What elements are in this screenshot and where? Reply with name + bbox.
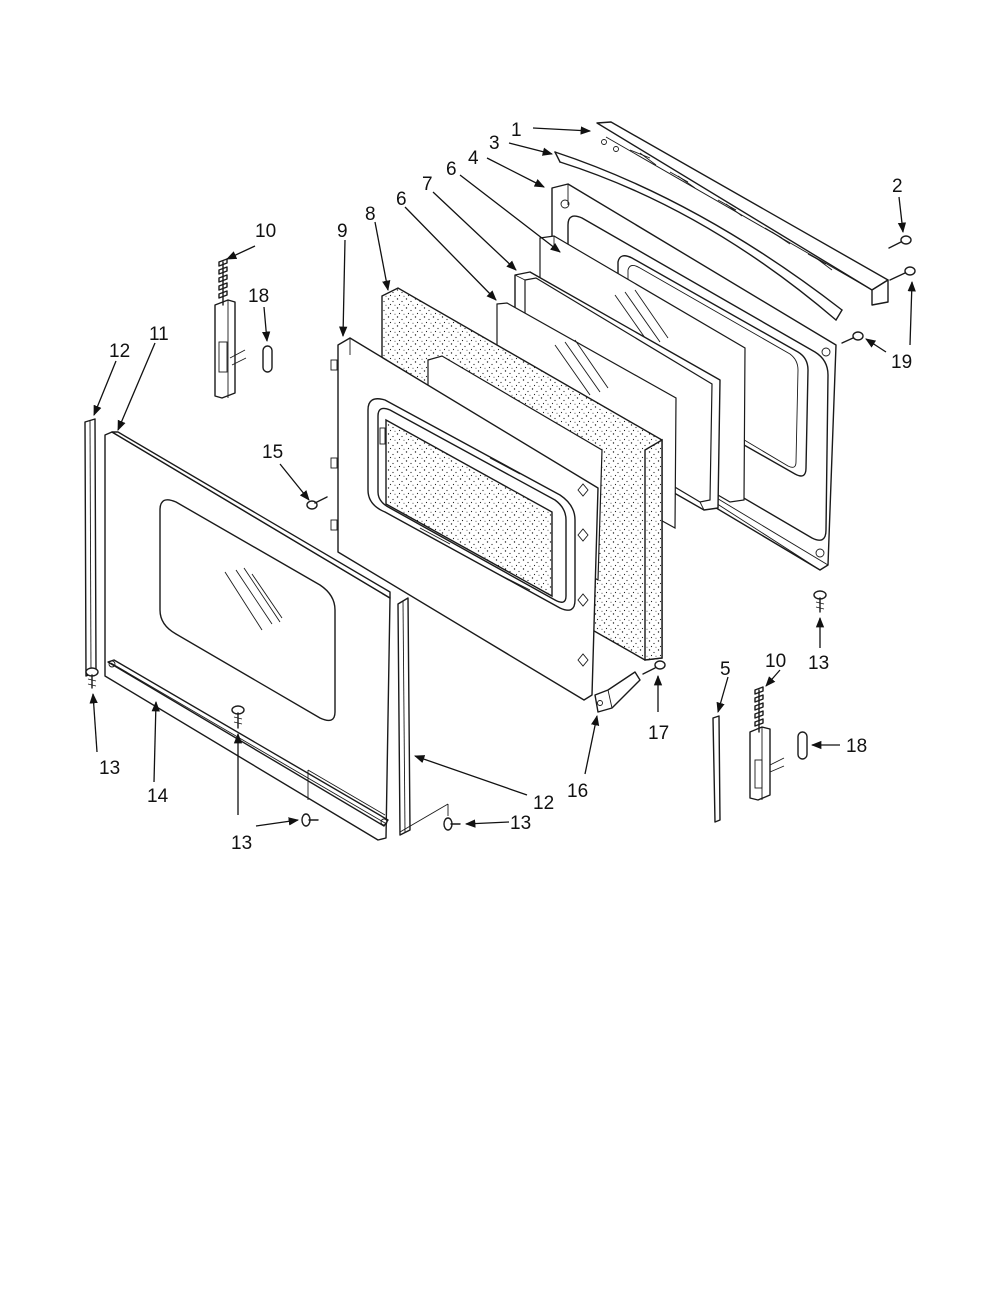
screw-13-bottom-a [231,705,245,729]
callout-18-right: 18 [846,736,867,757]
callout-19: 19 [891,352,912,373]
screw-13-bottom-c [443,817,461,831]
door-bottom-trim [107,659,389,827]
callout-1: 1 [511,120,522,141]
door-vent-trim [596,121,889,306]
callout-6-front: 6 [396,189,407,210]
screw-13-left [85,667,99,689]
callout-5: 5 [720,659,731,680]
callout-8: 8 [365,204,376,225]
door-hinge-right [749,686,785,801]
callout-4: 4 [468,148,479,169]
door-trim-strip [554,151,843,321]
callout-18-left: 18 [248,286,269,307]
callout-10-left: 10 [255,221,276,242]
callout-13-right: 13 [808,653,829,674]
callout-13-bottom-right: 13 [510,813,531,834]
screw-13-right [813,590,827,613]
door-side-trim-right [397,597,411,836]
callout-16: 16 [567,781,588,802]
door-seal-strip [712,715,721,823]
hinge-cap-left [262,345,273,373]
callout-11: 11 [149,324,169,345]
screw-13-bottom-b [301,813,319,827]
callout-17: 17 [648,723,669,744]
callout-13-left: 13 [99,758,120,779]
callout-7: 7 [422,174,433,195]
door-hinge-left [214,258,247,399]
screw-17 [642,660,666,675]
callout-2: 2 [892,176,903,197]
hinge-cap-right [797,731,808,760]
outer-door-panel [104,431,391,841]
leader-lines [89,126,916,833]
callout-14: 14 [147,786,169,807]
door-side-trim-left [84,418,97,677]
callout-10-right: 10 [765,651,786,672]
door-stop-bracket [594,671,641,713]
callout-3: 3 [489,133,500,154]
screw-19-upper [889,266,916,281]
callout-9: 9 [337,221,348,242]
callout-12-right: 12 [533,793,554,814]
screw-15 [306,496,328,510]
screw-19-lower [841,331,864,344]
screw-2 [888,235,912,249]
callout-labels: 1 3 4 2 6 7 6 8 9 10 18 11 12 19 15 13 5… [99,120,912,854]
callout-12-left: 12 [109,341,130,362]
callout-6-rear: 6 [446,159,457,180]
callout-13-bottom: 13 [231,833,252,854]
inner-door-liner [330,337,599,701]
callout-15: 15 [262,442,283,463]
